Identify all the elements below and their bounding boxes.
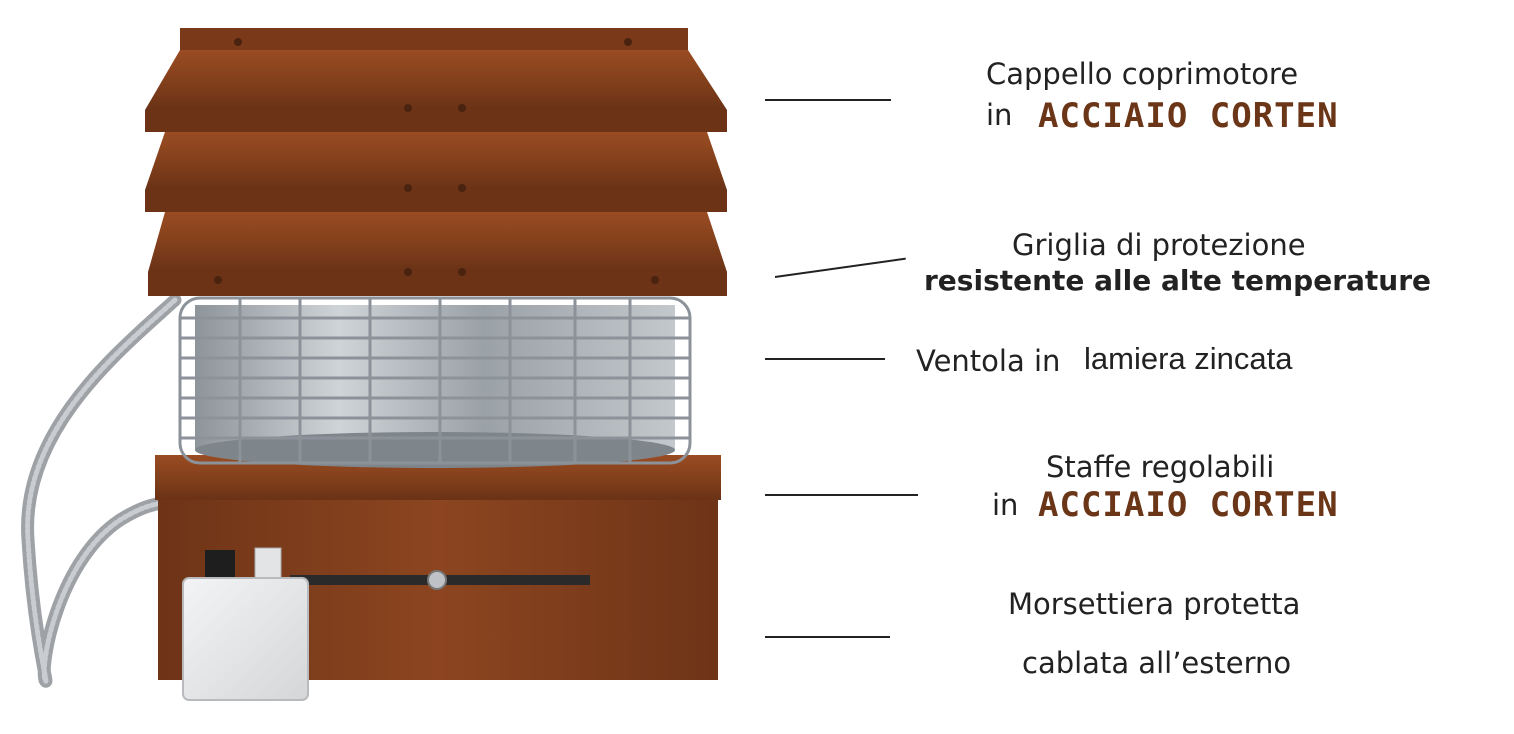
- grille-label-line2: resistente alle alte temperature: [924, 264, 1432, 297]
- protective-grille: [178, 296, 692, 465]
- cap-material: ACCIAIO CORTEN: [1038, 96, 1339, 136]
- cap-label-line1: Cappello coprimotore: [986, 57, 1299, 91]
- brackets-material: ACCIAIO CORTEN: [1038, 485, 1339, 525]
- brackets-label-prefix: in: [992, 488, 1019, 522]
- chimney-fan-illustration: [21, 28, 727, 701]
- terminal-label-line1: Morsettiera protetta: [1008, 587, 1301, 621]
- fan-label-part1: Ventola in: [916, 344, 1061, 378]
- leader-line-terminal: [765, 636, 890, 638]
- fan-label-part2: lamiera zincata: [1084, 341, 1293, 376]
- leader-line-grille: [774, 257, 906, 278]
- leader-line-fan: [765, 358, 885, 360]
- terminal-label-line2: cablata all’esterno: [1022, 646, 1292, 680]
- cap-cover: [145, 28, 727, 296]
- brackets-label-line1: Staffe regolabili: [1046, 450, 1275, 484]
- cap-label-prefix: in: [986, 98, 1013, 132]
- grille-label-line1: Griglia di protezione: [1012, 228, 1306, 262]
- leader-line-brackets: [765, 494, 918, 496]
- leader-line-cap: [765, 99, 891, 101]
- terminal-box: [182, 547, 309, 701]
